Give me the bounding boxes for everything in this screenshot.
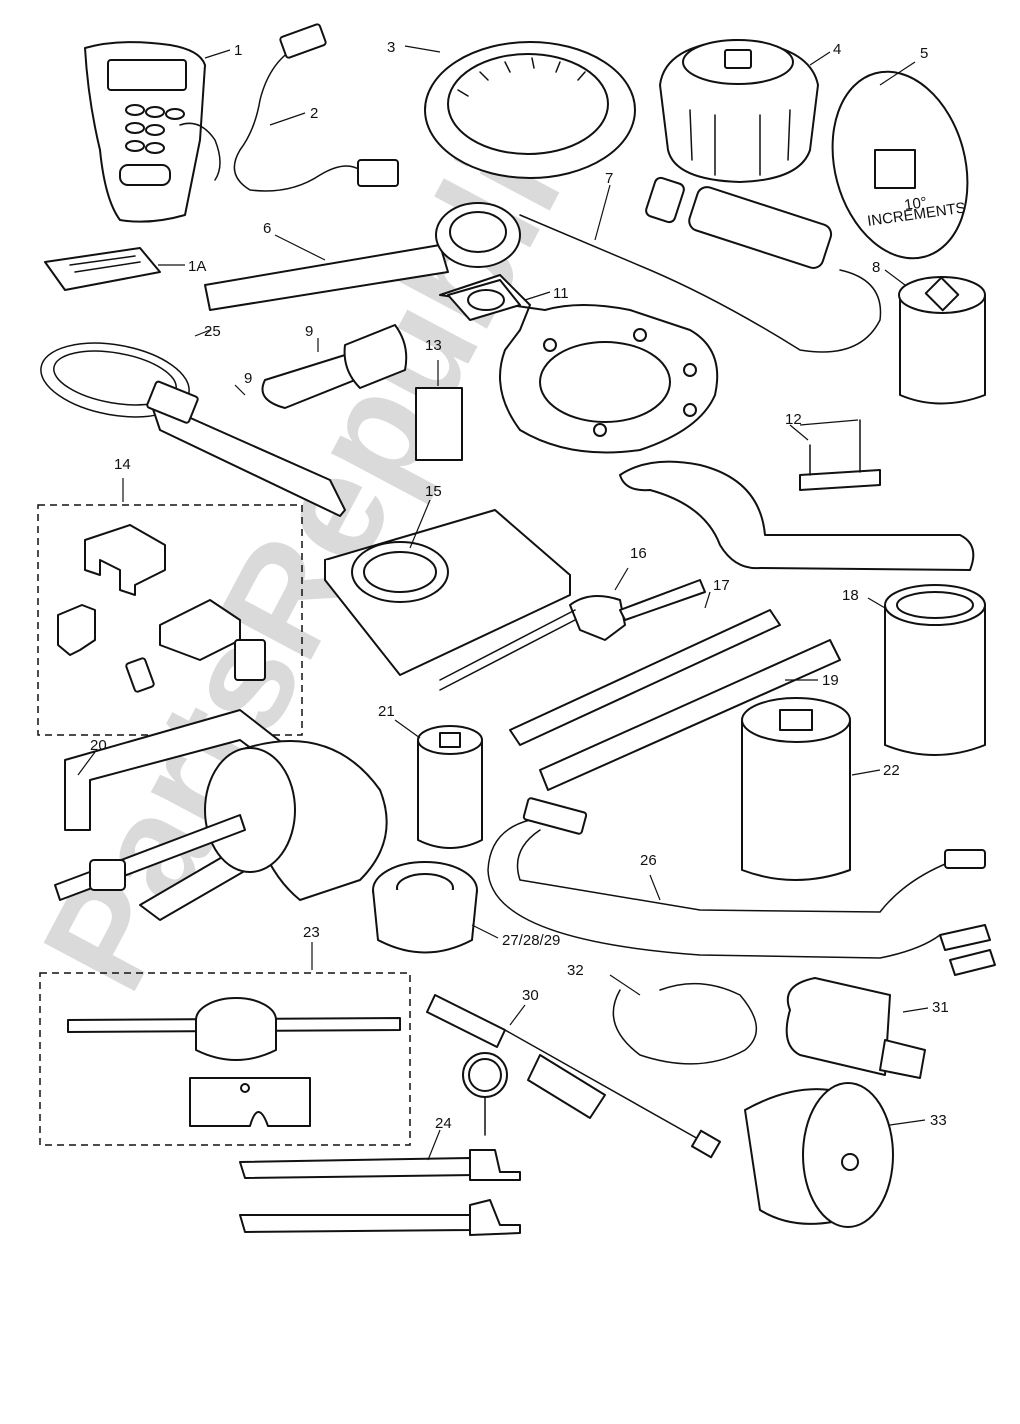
callout-15: 15 [425, 483, 442, 500]
diagnostic-handset [84, 41, 231, 223]
flywheel-holder-plate [439, 274, 719, 454]
socket-tool-8 [884, 269, 986, 405]
callout-27-28-29: 27/28/29 [502, 932, 560, 949]
callout-3: 3 [387, 39, 395, 56]
callout-19: 19 [822, 672, 839, 689]
drift-cup [372, 861, 499, 954]
callout-20: 20 [90, 737, 107, 754]
locking-pin [261, 324, 408, 409]
callout-30: 30 [522, 987, 539, 1004]
bearing-press [54, 709, 388, 921]
adaptor-cable [233, 23, 399, 192]
socket-tool-22 [741, 697, 881, 881]
callout-12: 12 [785, 411, 802, 428]
callout-24: 24 [435, 1115, 452, 1132]
callout-9-lower: 9 [244, 370, 252, 387]
degree-disc: 10° INCREMENTS [831, 61, 969, 260]
callout-21: 21 [378, 703, 395, 720]
adaptor-31 [785, 977, 929, 1079]
strap-wrench [40, 329, 346, 517]
fork-holder [439, 567, 706, 691]
castellated-socket [867, 584, 986, 756]
rod-17 [509, 591, 781, 746]
callout-23: 23 [303, 924, 320, 941]
slide-hammer [426, 994, 722, 1159]
callout-11: 11 [553, 285, 569, 302]
callout-32: 32 [567, 962, 584, 979]
callout-5: 5 [920, 45, 928, 62]
interface-cable [487, 797, 996, 976]
callout-13: 13 [425, 337, 442, 354]
callout-22: 22 [883, 762, 900, 779]
drum-tool [744, 1082, 926, 1228]
callout-14: 14 [114, 456, 131, 473]
callout-17: 17 [713, 577, 730, 594]
clutch-holding-ring [404, 41, 636, 179]
callout-31: 31 [932, 999, 949, 1016]
rod-19 [539, 639, 841, 791]
callout-16: 16 [630, 545, 647, 562]
label-sheet [415, 387, 463, 461]
callout-9-upper: 9 [305, 323, 313, 340]
callout-6: 6 [263, 220, 271, 237]
callout-26: 26 [640, 852, 657, 869]
sprocket-holder [204, 202, 521, 311]
syringe-tool [519, 176, 882, 353]
callout-33: 33 [930, 1112, 947, 1129]
callout-8: 8 [872, 259, 880, 276]
kit-14 [37, 478, 303, 736]
lead-cable-32 [609, 974, 758, 1065]
c-spanner [619, 419, 975, 571]
callout-25: 25 [204, 323, 221, 340]
callout-4: 4 [833, 41, 841, 58]
callout-1a: 1A [188, 258, 206, 275]
socket-tool-21 [394, 719, 483, 849]
pressure-gauge-set [239, 1052, 521, 1236]
bearing-base-plate [324, 499, 571, 676]
callout-2: 2 [310, 105, 318, 122]
kit-23 [39, 942, 411, 1146]
callout-1: 1 [234, 42, 242, 59]
callout-labels: 1 1A 2 3 4 5 6 7 8 9 9 11 12 13 14 15 16… [90, 39, 949, 1132]
software-cartridge [44, 247, 185, 291]
disc-text-line1: 10° [903, 194, 928, 214]
oil-filter-wrench [659, 39, 831, 183]
callout-7: 7 [605, 170, 613, 187]
callout-18: 18 [842, 587, 859, 604]
